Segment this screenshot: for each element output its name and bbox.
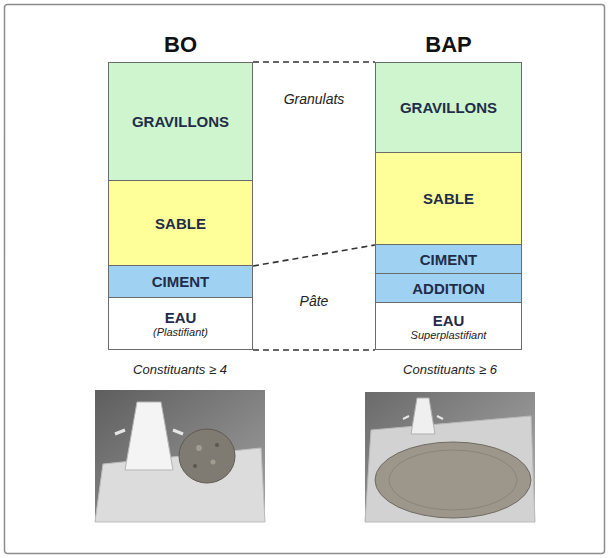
material-column: BO GRAVILLONS SABLE CIMENT EAU(Plastifiant)	[108, 28, 253, 350]
dashed-divider	[253, 245, 375, 266]
admixture-note: Superplastifiant	[411, 329, 487, 341]
group-label: Granulats	[214, 91, 414, 107]
constituent-name: SABLE	[423, 190, 474, 207]
constituent-name: CIMENT	[420, 251, 478, 268]
constituent-band: SABLE	[375, 152, 522, 245]
spread-photo	[365, 392, 535, 522]
constituent-band: SABLE	[108, 180, 253, 266]
constituent-band: CIMENT	[375, 244, 522, 274]
constituent-name: EAU	[433, 312, 465, 329]
cone-handle	[173, 430, 183, 434]
admixture-note: (Plastifiant)	[153, 326, 208, 338]
constituent-name: GRAVILLONS	[400, 99, 497, 116]
aggregate	[211, 460, 216, 465]
photo-ground	[95, 390, 265, 522]
constituent-band: GRAVILLONS	[108, 62, 253, 181]
count-caption: Constituants ≥ 6	[350, 362, 550, 377]
constituent-name: SABLE	[155, 215, 206, 232]
abrams-cone	[125, 402, 173, 470]
column-heading: BAP	[425, 32, 471, 58]
material-column: BAP GRAVILLONS SABLE CIMENT ADDITION EAUSuper…	[375, 28, 522, 350]
aggregate	[215, 443, 219, 447]
outer-frame	[5, 5, 605, 554]
constituent-band: ADDITION	[375, 273, 522, 303]
count-caption: Constituants ≥ 4	[80, 362, 280, 377]
group-label: Pâte	[214, 293, 414, 309]
aggregate	[193, 464, 197, 468]
constituent-band: EAU(Plastifiant)	[108, 297, 253, 350]
column-heading-area: BAP	[375, 28, 522, 62]
column-heading-area: BO	[108, 28, 253, 62]
abrams-cone	[411, 398, 435, 434]
constituent-band: EAUSuperplastifiant	[375, 302, 522, 350]
constituent-band: CIMENT	[108, 265, 253, 298]
constituent-name: ADDITION	[412, 280, 485, 297]
cone-handle	[437, 416, 443, 419]
concrete-spread	[375, 442, 531, 518]
constituent-name: GRAVILLONS	[132, 113, 229, 130]
cone-handle	[403, 416, 409, 419]
photo-ground	[365, 392, 535, 522]
column-heading: BO	[164, 32, 197, 58]
board	[365, 416, 535, 522]
dashed-divider	[253, 61, 375, 63]
cone-handle	[115, 430, 125, 434]
concrete-heap	[179, 429, 235, 483]
constituent-name: EAU	[165, 309, 197, 326]
spread-texture	[389, 450, 517, 510]
dashed-divider	[253, 349, 375, 351]
slump-photo	[95, 390, 265, 522]
constituent-band: GRAVILLONS	[375, 62, 522, 153]
constituent-name: CIMENT	[152, 273, 210, 290]
aggregate	[196, 445, 202, 451]
